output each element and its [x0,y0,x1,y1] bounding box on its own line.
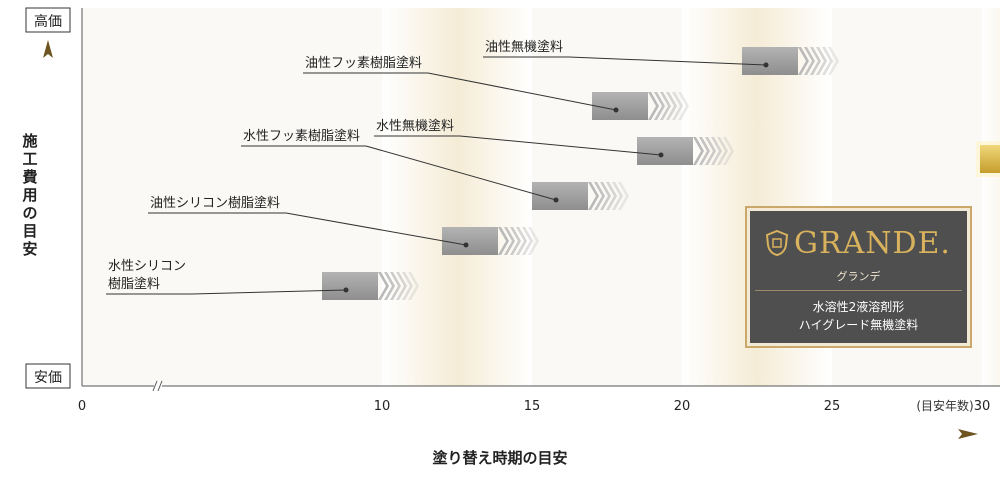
paint-bar [322,272,419,300]
paint-bar-chevron [402,272,413,300]
paint-label: 油性無機塗料 [485,39,563,55]
paint-label: 水性シリコン [108,259,186,274]
paint-bar-chevron [378,272,389,300]
paint-bar-chevron [594,182,605,210]
paint-bar-chevron [705,137,716,165]
paint-label: 油性シリコン樹脂塗料 [150,195,280,211]
label-leader [459,135,662,156]
y-axis-label-char: 用 [22,186,37,204]
paint-bar-chevron [672,92,683,120]
paint-bar-chevron [618,182,629,210]
label-leader [191,289,347,295]
paint-bar-chevron [384,272,395,300]
paint-label: 油性フッ素樹脂塗料 [305,55,422,71]
background-band [382,8,532,386]
paint-bar-chevron [798,47,809,75]
y-axis-label-char: 工 [22,150,37,168]
paint-bar-body [322,272,378,300]
shield-icon [766,230,789,256]
y-axis-label-char: 安 [22,240,37,258]
paint-bar-body [592,92,648,120]
card-description-line1: 水溶性2液溶剤形 [812,300,905,314]
background-band [982,8,1000,386]
paint-bar-chevron [816,47,827,75]
brand-name: GRANDE. [794,226,951,261]
x-unit-label: (目安年数) [916,398,973,413]
paint-bar-chevron [648,92,659,120]
paint-bar-chevron [717,137,728,165]
paint-bar-chevron [600,182,611,210]
paint-bar [592,92,689,120]
grande-bar-body [980,145,1000,173]
label-leader [427,72,617,111]
label-leader [285,212,467,246]
axis-break-gap [154,381,162,391]
high-price-label: 高価 [34,13,62,30]
paint-bar-chevron [498,227,509,255]
card-description-line2: ハイグレード無機塗料 [798,318,919,332]
card-divider [755,290,962,291]
grande-bar [980,145,1000,173]
paint-bar-chevron [711,137,722,165]
paint-bar-chevron [504,227,515,255]
paint-bar-chevron [588,182,599,210]
paint-label: 水性フッ素樹脂塗料 [243,128,360,144]
paint-bar [442,227,539,255]
low-price-box [25,363,71,389]
axis-break-mark [157,380,163,392]
x-tick-label: 15 [524,399,541,414]
paint-bar-chevron [810,47,821,75]
paint-bar-chevron [528,227,539,255]
paint-bar-body [442,227,498,255]
paint-bar-chevron [660,92,671,120]
brand-subtitle: グランデ [836,270,881,283]
paint-bar-chevron [396,272,407,300]
paint-bar-chevron [693,137,704,165]
label-leader [365,145,557,201]
time-arrow-head [958,429,978,439]
paint-bar-chevron [606,182,617,210]
cost-arrow-head [43,40,53,58]
paint-bar-chevron [678,92,689,120]
paint-bar-chevron [666,92,677,120]
paint-bar-chevron [612,182,623,210]
paint-bar-chevron [822,47,833,75]
grande-product-card: GRANDE. グランデ 水溶性2液溶剤形 ハイグレード無機塗料 [745,206,972,348]
paint-bar [532,182,629,210]
paint-bar-chevron [522,227,533,255]
low-price-label: 安価 [34,370,62,386]
axis-break-mark [152,380,158,392]
high-price-box [25,7,71,33]
y-axis-label-char: の [22,204,37,222]
paint-bar-chevron [804,47,815,75]
paint-bar-chevron [699,137,710,165]
paint-bar-chevron [654,92,665,120]
y-label-background [20,128,40,260]
x-tick-label: 20 [674,399,691,414]
label-leader [568,56,767,66]
paint-bar-chevron [390,272,401,300]
paint-bar-chevron [516,227,527,255]
paint-bar [742,47,839,75]
paint-bar-body [637,137,693,165]
paint-bar [637,137,734,165]
paint-label: 樹脂塗料 [108,276,160,292]
paint-bar-chevron [408,272,419,300]
x-tick-label: 10 [374,399,391,414]
paint-bar-chevron [723,137,734,165]
grande-logo: GRANDE. [747,226,970,261]
paint-bar-chevron [510,227,521,255]
x-tick-label: 30 [974,399,991,414]
y-axis-label-char: 施 [22,132,37,150]
paint-bar-body [742,47,798,75]
y-axis-label-char: 費 [22,168,37,186]
x-axis-label: 塗り替え時期の目安 [432,449,567,467]
paint-bar-chevron [828,47,839,75]
x-tick-label: 25 [824,399,841,414]
paint-label: 水性無機塗料 [376,118,454,134]
y-axis-label-char: 目 [22,222,37,240]
x-tick-label: 0 [78,399,86,414]
